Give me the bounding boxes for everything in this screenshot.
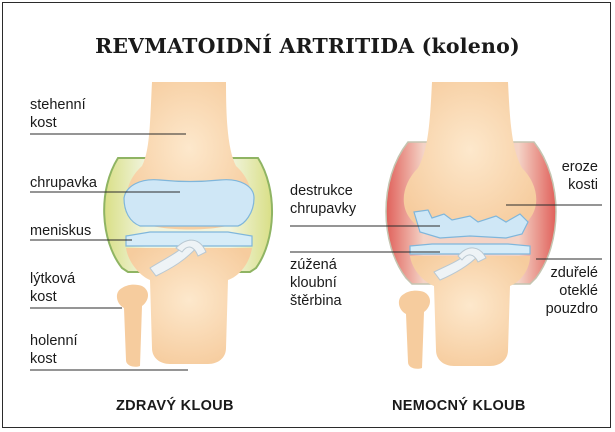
diseased-knee: [386, 82, 556, 369]
label-narrowed-space: zúžená kloubní štěrbina: [290, 256, 342, 310]
diseased-tibia: [410, 256, 530, 366]
label-fibula: lýtková kost: [30, 270, 75, 306]
healthy-femur-cartilage: [124, 180, 254, 226]
diseased-fibula: [399, 291, 430, 369]
label-femur: stehenní kost: [30, 96, 86, 132]
label-cartilage-destruction: destrukce chrupavky: [290, 182, 356, 218]
label-tibia: holenní kost: [30, 332, 78, 368]
label-swollen-capsule: zduřelé oteklé pouzdro: [546, 264, 598, 318]
label-bone-erosion: eroze kosti: [562, 158, 598, 194]
label-meniscus: meniskus: [30, 222, 91, 240]
healthy-knee: [104, 82, 272, 367]
label-cartilage: chrupavka: [30, 174, 97, 192]
caption-healthy: ZDRAVÝ KLOUB: [116, 398, 234, 414]
healthy-fibula: [117, 285, 148, 367]
healthy-tibia: [126, 248, 252, 364]
caption-diseased: NEMOCNÝ KLOUB: [392, 398, 526, 414]
